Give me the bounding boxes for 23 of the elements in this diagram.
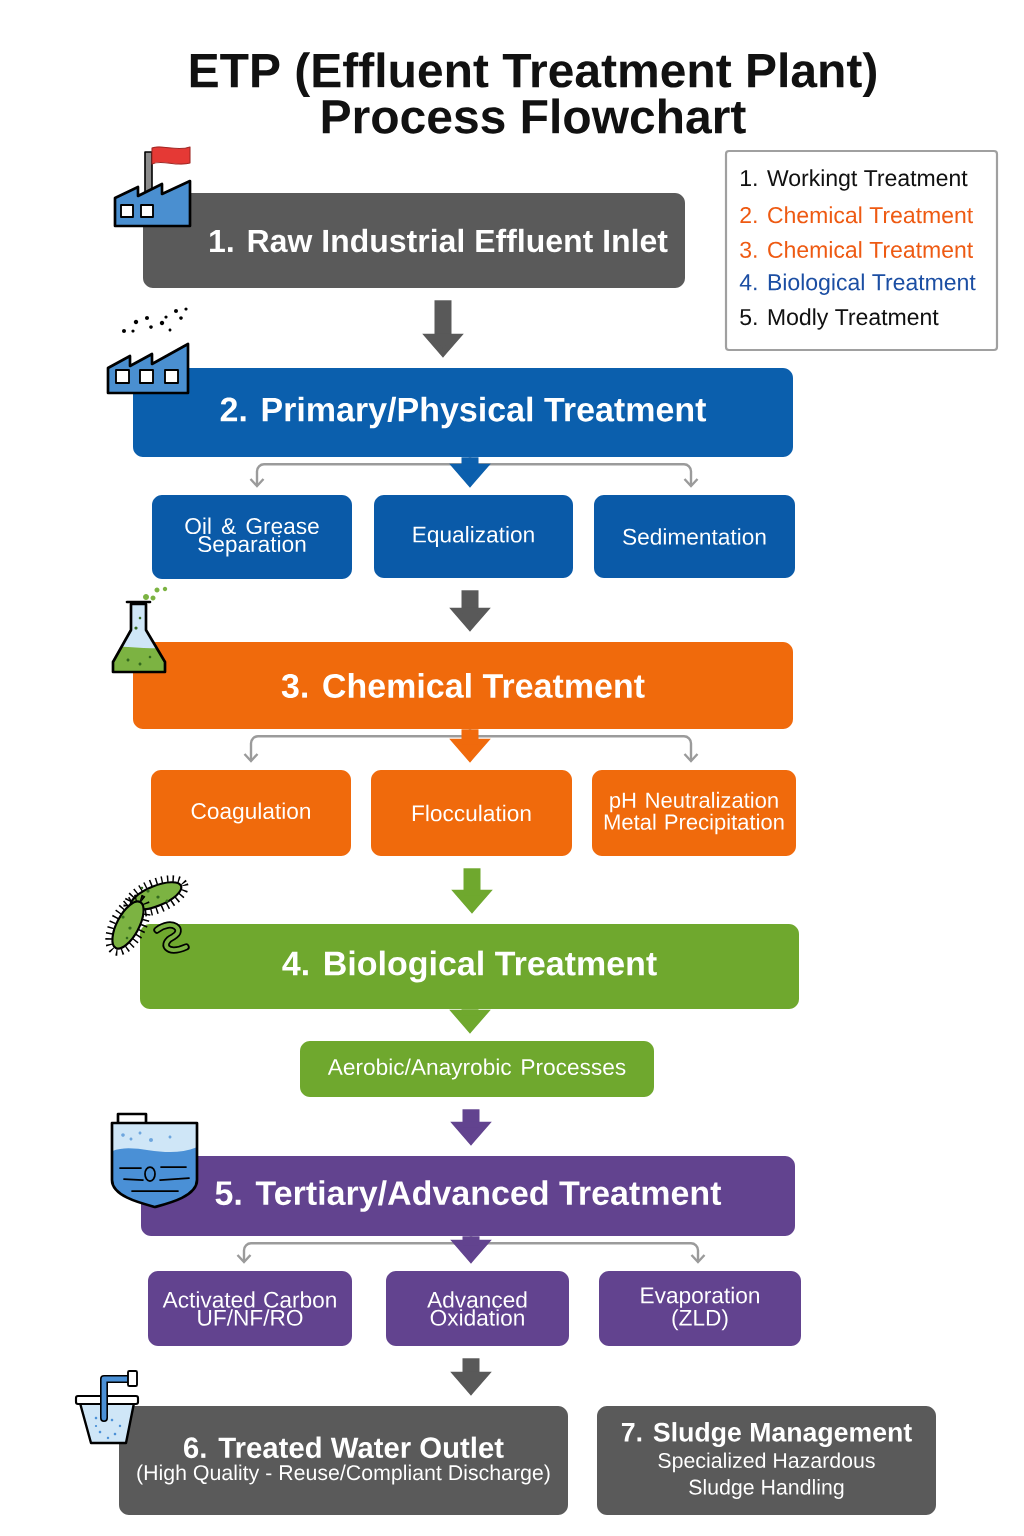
process-box: 2. Primary/Physical Treatment (133, 368, 793, 457)
output-box: 6. Treated Water Outlet (High Quality - Reuse/Compliant Discharge) (119, 1406, 568, 1515)
step-box: Flocculation (371, 770, 572, 856)
legend-item: 2. Chemical Treatment (740, 206, 973, 224)
legend-item: 3. Chemical Treatment (740, 241, 973, 258)
step-box: Equalization (374, 495, 573, 578)
step-box: Sedimentation (594, 495, 795, 578)
legend-item: 4. Biological Treatment (739, 273, 976, 295)
step-box: Activated Carbon UF/NF/RO (148, 1271, 352, 1346)
step-box: Evaporation (ZLD) (599, 1271, 801, 1346)
process-box: 5. Tertiary/Advanced Treatment (141, 1156, 795, 1236)
process-box: 3. Chemical Treatment (133, 642, 793, 729)
legend-item: 1. Workingt Treatment (741, 169, 968, 191)
process-box: 1. Raw Industrial Effluent Inlet (143, 193, 685, 288)
step-box: Aerobic/Anayrobic Processes (300, 1041, 654, 1097)
step-box: Advanced Oxidation (386, 1271, 569, 1346)
process-box: 4. Biological Treatment (140, 924, 799, 1009)
legend-item: 5. Modly Treatment (740, 308, 939, 330)
output-box: 7. Sludge Management Specialized Hazardous Sludge Handling (597, 1406, 936, 1515)
step-box: pH Neutralization Metal Precipitation (592, 770, 796, 856)
title: ETP (Effluent Treatment Plant) Process Flowchart (190, 52, 876, 134)
step-box: Oil & Grease Separation (152, 495, 352, 579)
step-box: Coagulation (151, 770, 351, 856)
